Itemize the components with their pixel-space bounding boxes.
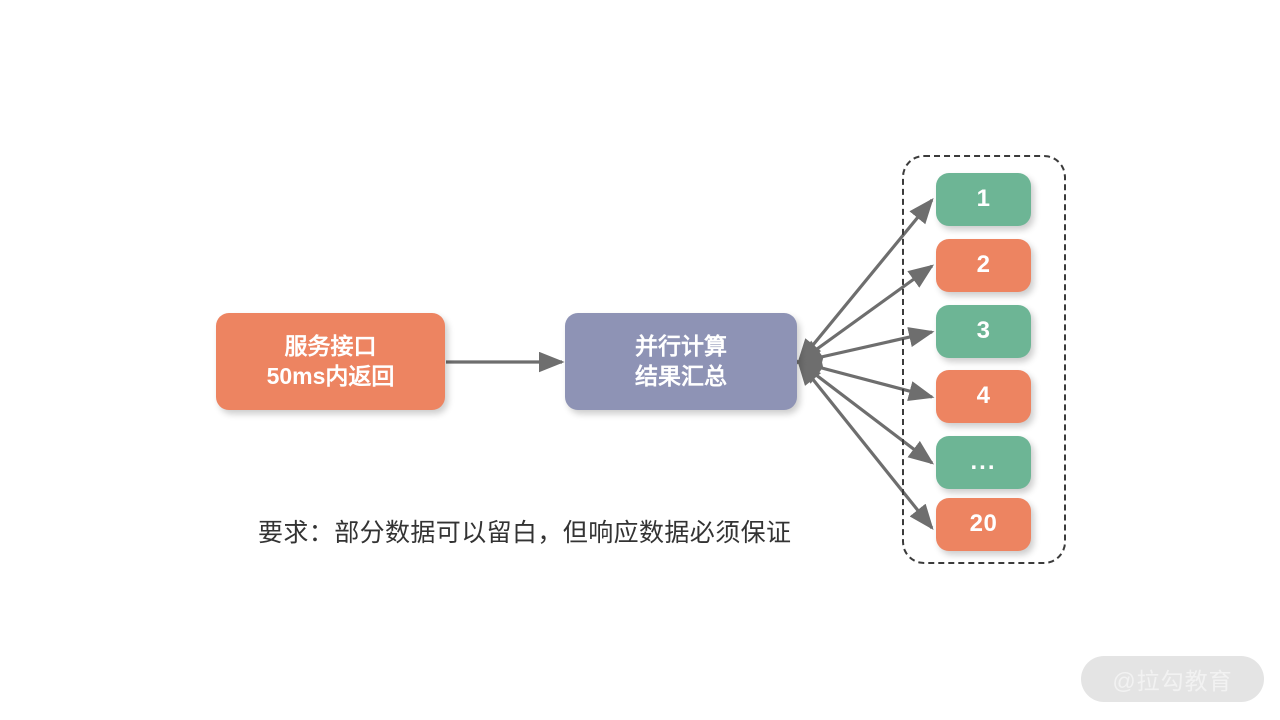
shard-box-4[interactable]: 4 bbox=[936, 370, 1031, 423]
shard-box-2[interactable]: 2 bbox=[936, 239, 1031, 292]
aggregate-node-line-2: 结果汇总 bbox=[635, 362, 727, 389]
shard-label: 2 bbox=[976, 251, 991, 279]
parallel-compute-node[interactable]: 并行计算 结果汇总 bbox=[565, 313, 797, 410]
shard-box-1[interactable]: 1 bbox=[936, 173, 1031, 226]
shard-box-3[interactable]: 3 bbox=[936, 305, 1031, 358]
shard-label: 3 bbox=[976, 317, 991, 345]
service-node-line-2: 50ms内返回 bbox=[266, 362, 395, 389]
requirement-caption: 要求：部分数据可以留白，但响应数据必须保证 bbox=[258, 519, 792, 547]
shard-group-container bbox=[902, 155, 1066, 564]
aggregate-node-line-1: 并行计算 bbox=[635, 333, 727, 360]
shard-label: 4 bbox=[976, 382, 991, 410]
watermark-label: @拉勾教育 bbox=[1112, 668, 1233, 694]
service-node-line-1: 服务接口 bbox=[284, 333, 377, 360]
shard-label: 1 bbox=[976, 185, 991, 213]
shard-label: ... bbox=[970, 448, 997, 476]
watermark-badge: @拉勾教育 bbox=[1081, 656, 1264, 702]
service-interface-node[interactable]: 服务接口 50ms内返回 bbox=[216, 313, 445, 410]
shard-label: 20 bbox=[969, 510, 998, 538]
shard-box-20[interactable]: 20 bbox=[936, 498, 1031, 551]
shard-box-ellipsis[interactable]: ... bbox=[936, 436, 1031, 489]
